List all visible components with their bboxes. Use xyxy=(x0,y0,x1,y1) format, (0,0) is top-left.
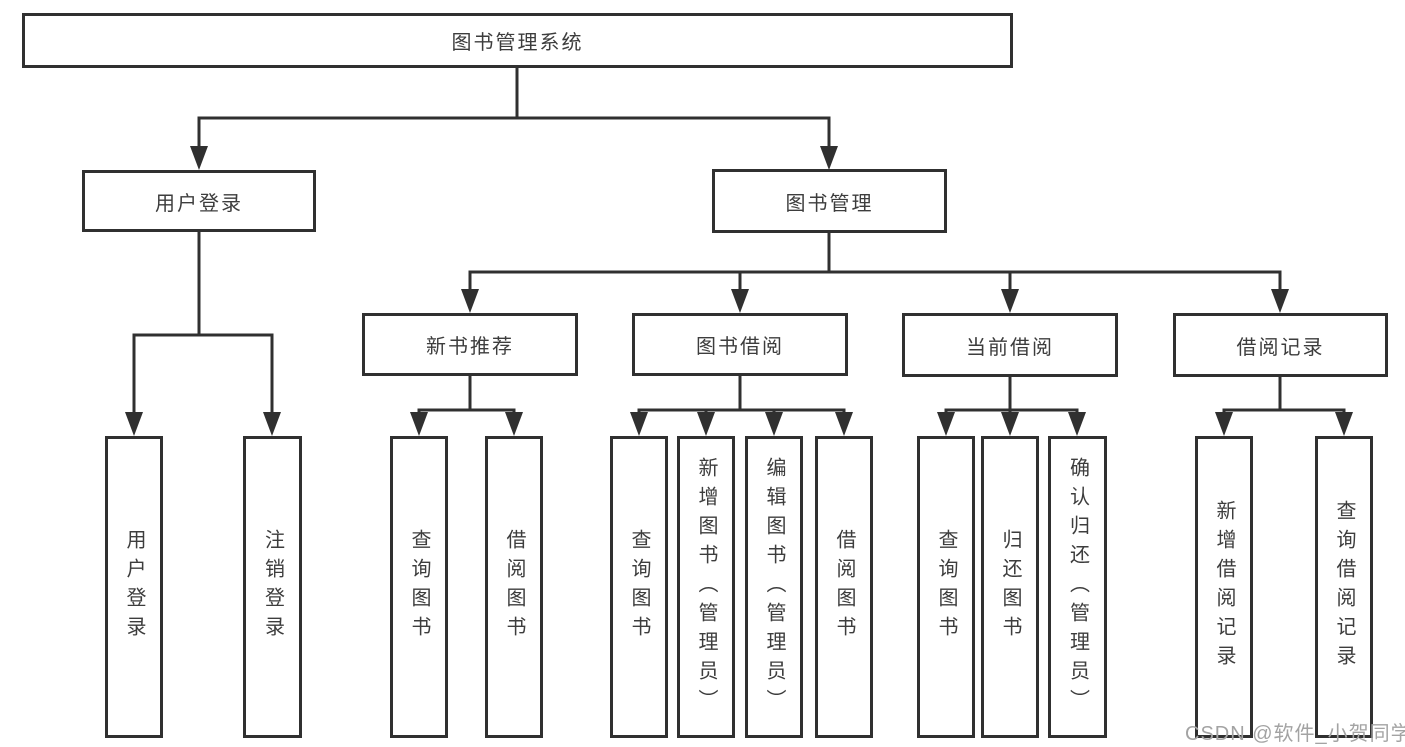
leaf-borrow-books-recommend: 借阅图书 xyxy=(485,436,543,738)
leaf-logout: 注销登录 xyxy=(243,436,302,738)
leaf-return-books: 归还图书 xyxy=(981,436,1039,738)
node-book-borrow: 图书借阅 xyxy=(632,313,848,376)
node-current-borrow: 当前借阅 xyxy=(902,313,1118,377)
leaf-query-borrow-record: 查询借阅记录 xyxy=(1315,436,1373,738)
leaf-add-books-admin: 新增图书（管理员） xyxy=(677,436,735,738)
node-user-login: 用户登录 xyxy=(82,170,316,232)
leaf-query-books-borrow: 查询图书 xyxy=(610,436,668,738)
csdn-watermark: CSDN @软件_小贺同学 xyxy=(1185,723,1405,745)
leaf-confirm-return-admin: 确认归还（管理员） xyxy=(1048,436,1107,738)
leaf-query-books-current: 查询图书 xyxy=(917,436,975,738)
leaf-edit-books-admin: 编辑图书（管理员） xyxy=(745,436,803,738)
leaf-query-books-recommend: 查询图书 xyxy=(390,436,448,738)
leaf-borrow-books: 借阅图书 xyxy=(815,436,873,738)
node-library-system: 图书管理系统 xyxy=(22,13,1013,68)
node-borrow-records: 借阅记录 xyxy=(1173,313,1388,377)
leaf-add-borrow-record: 新增借阅记录 xyxy=(1195,436,1253,738)
node-new-book-recommend: 新书推荐 xyxy=(362,313,578,376)
leaf-user-login: 用户登录 xyxy=(105,436,163,738)
node-book-management: 图书管理 xyxy=(712,169,947,233)
